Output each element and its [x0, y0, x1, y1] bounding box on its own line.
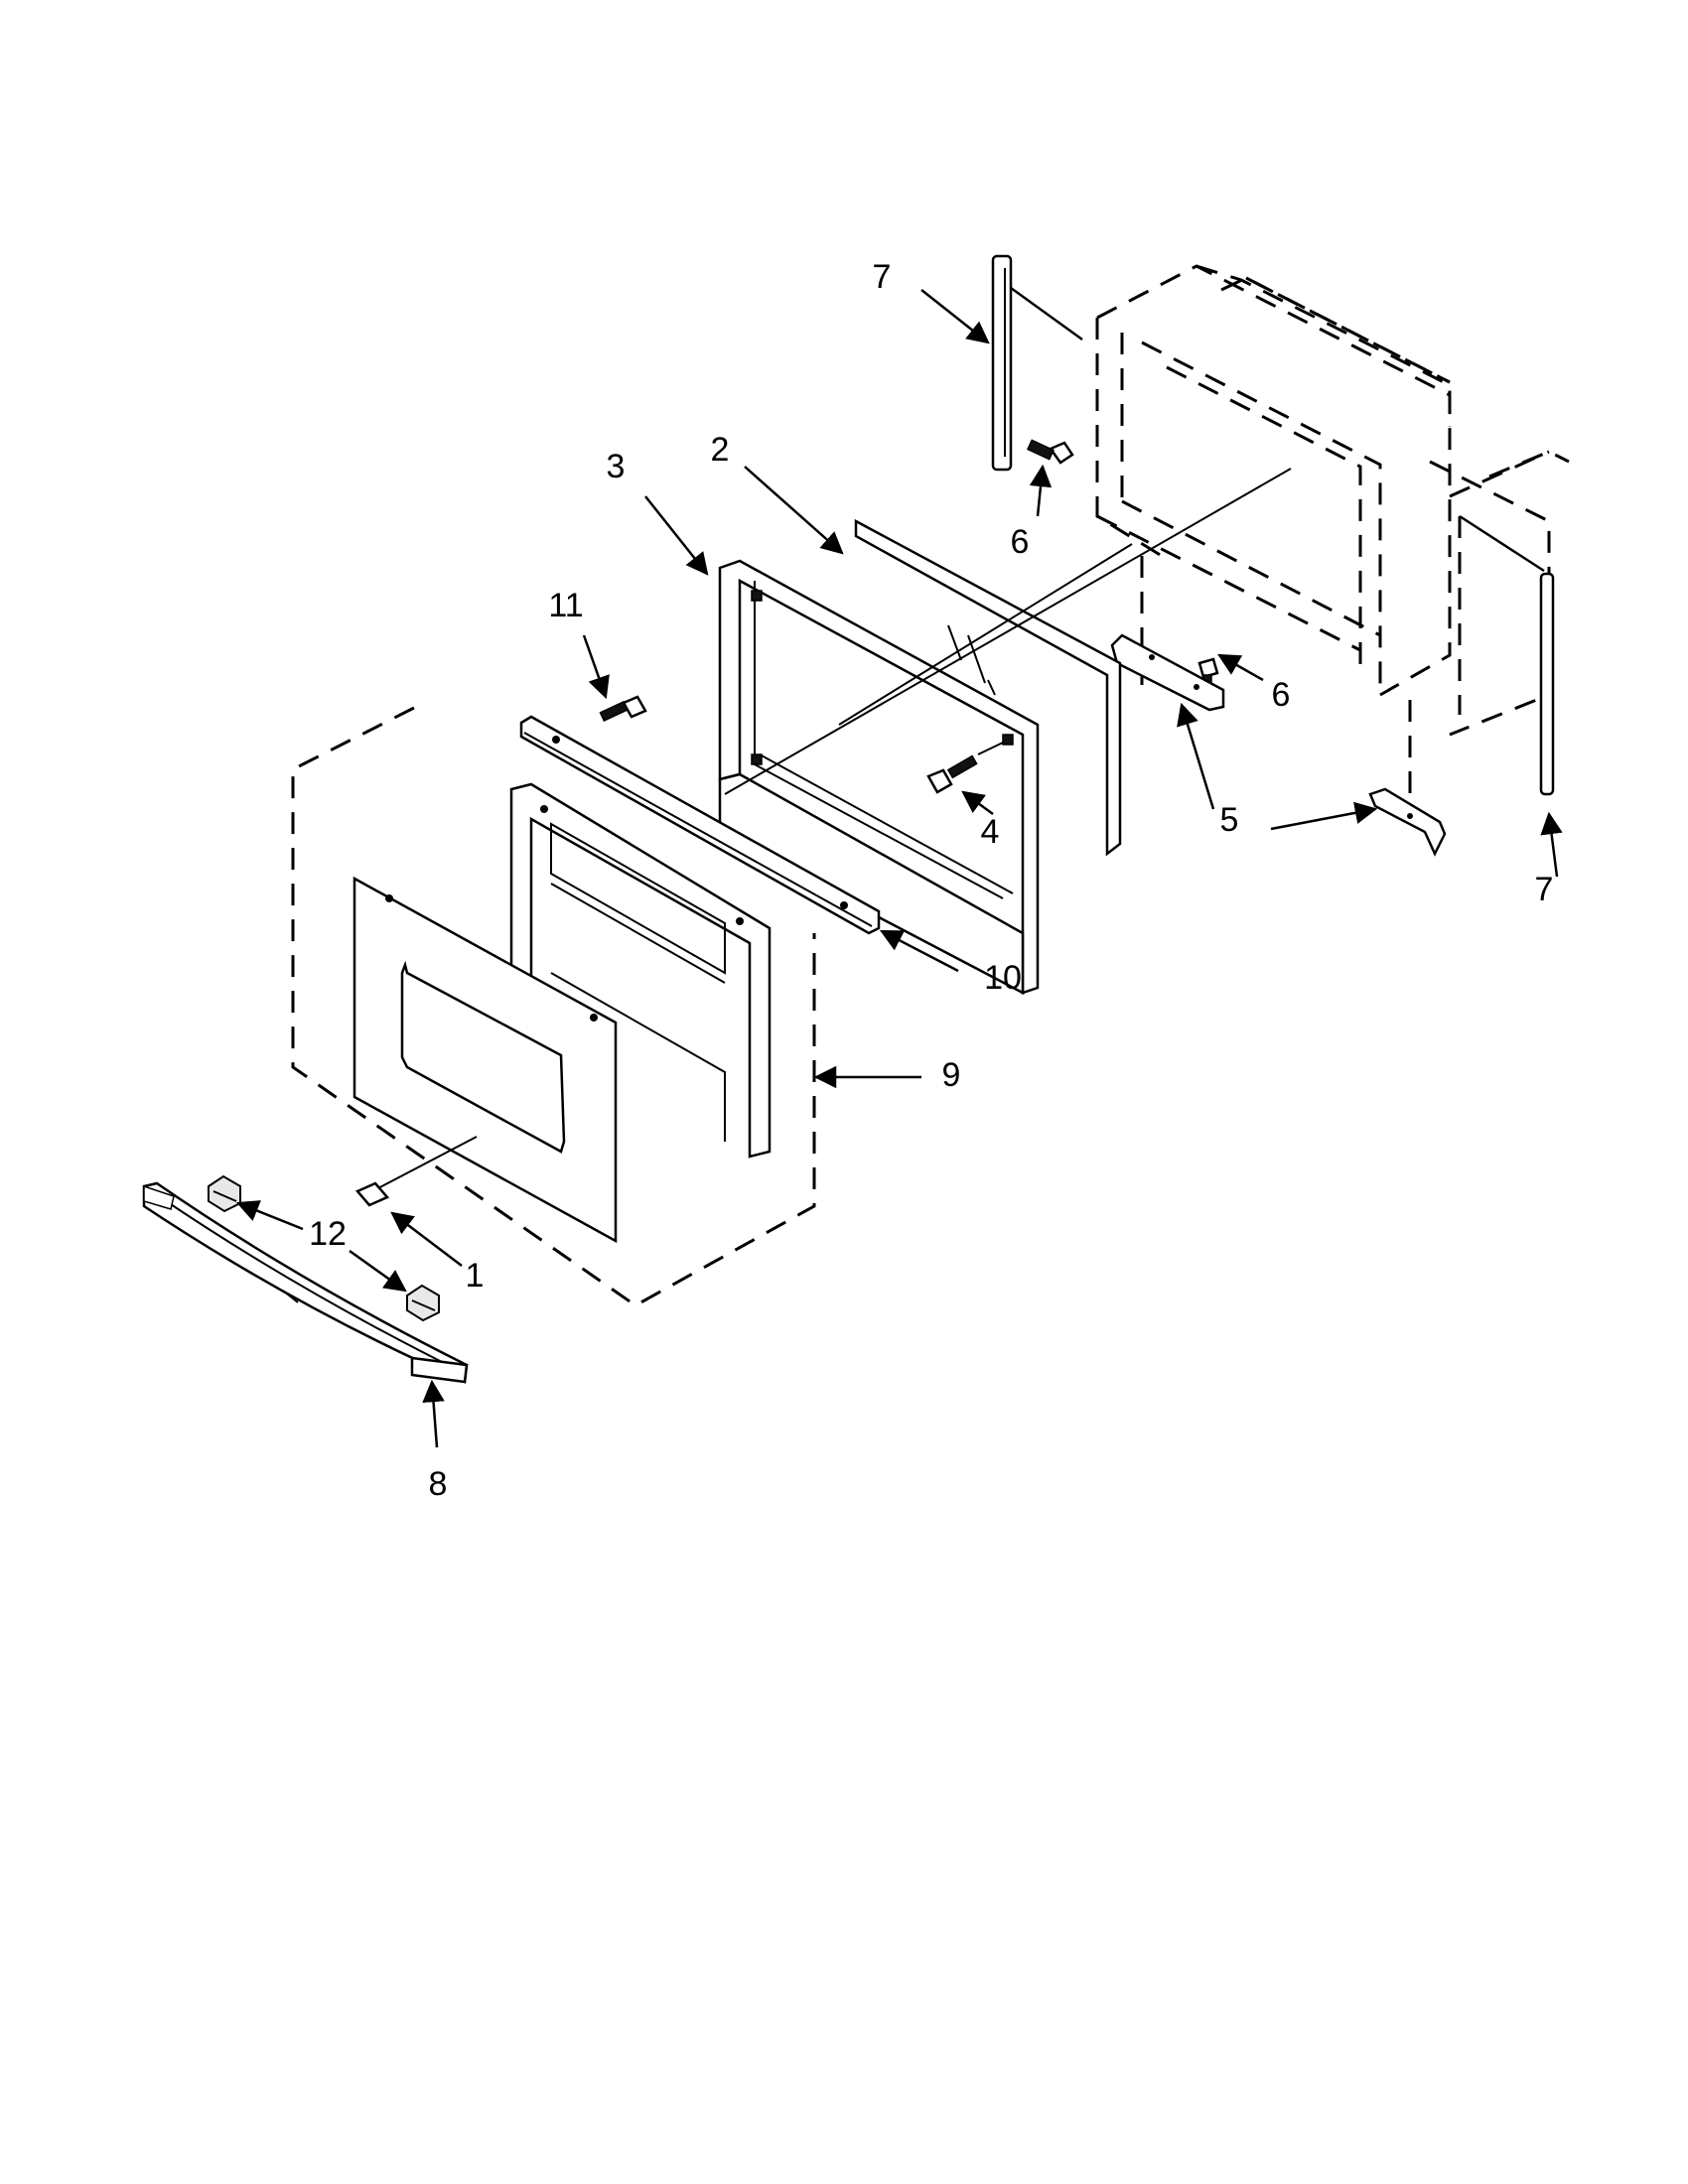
callout-12: 12 [309, 1215, 347, 1253]
callout-3: 3 [607, 448, 626, 485]
leader-arrows [235, 289, 1563, 1448]
callout-8: 8 [429, 1465, 448, 1503]
outer-door-glass-panel [352, 876, 618, 1244]
callout-9: 9 [942, 1056, 961, 1094]
frame-screw [926, 742, 1004, 794]
callout-1: 1 [466, 1257, 485, 1295]
callout-10: 10 [984, 959, 1022, 997]
handle-end-cap-left [208, 1174, 241, 1213]
callout-labels: 7 3 2 6 11 6 4 5 7 10 9 12 1 8 [309, 258, 1553, 1503]
callout-6-lower: 6 [1272, 676, 1291, 714]
callout-7-upper: 7 [873, 258, 892, 296]
door-handle [142, 1181, 469, 1384]
door-glass-pane [854, 518, 1122, 857]
callout-5: 5 [1220, 801, 1239, 839]
outer-door-assembly-outline [291, 706, 816, 1307]
callout-2: 2 [711, 431, 730, 469]
callout-4: 4 [981, 813, 1000, 851]
trim-screw [599, 695, 647, 723]
handle-end-cap-right [406, 1284, 440, 1322]
door-trim-strip-right [1459, 514, 1555, 796]
alignment-lines [724, 468, 1292, 795]
door-trim-strip-left [991, 254, 1083, 472]
door-badge [354, 1181, 390, 1207]
hinge-bracket-lower [1368, 787, 1447, 857]
hinge-screw-upper [1027, 439, 1074, 465]
callout-7-lower: 7 [1535, 871, 1554, 908]
oven-cavity-outline [1095, 264, 1570, 794]
callout-11: 11 [548, 587, 583, 624]
callout-6-upper: 6 [1011, 523, 1030, 561]
door-top-trim [519, 715, 881, 935]
